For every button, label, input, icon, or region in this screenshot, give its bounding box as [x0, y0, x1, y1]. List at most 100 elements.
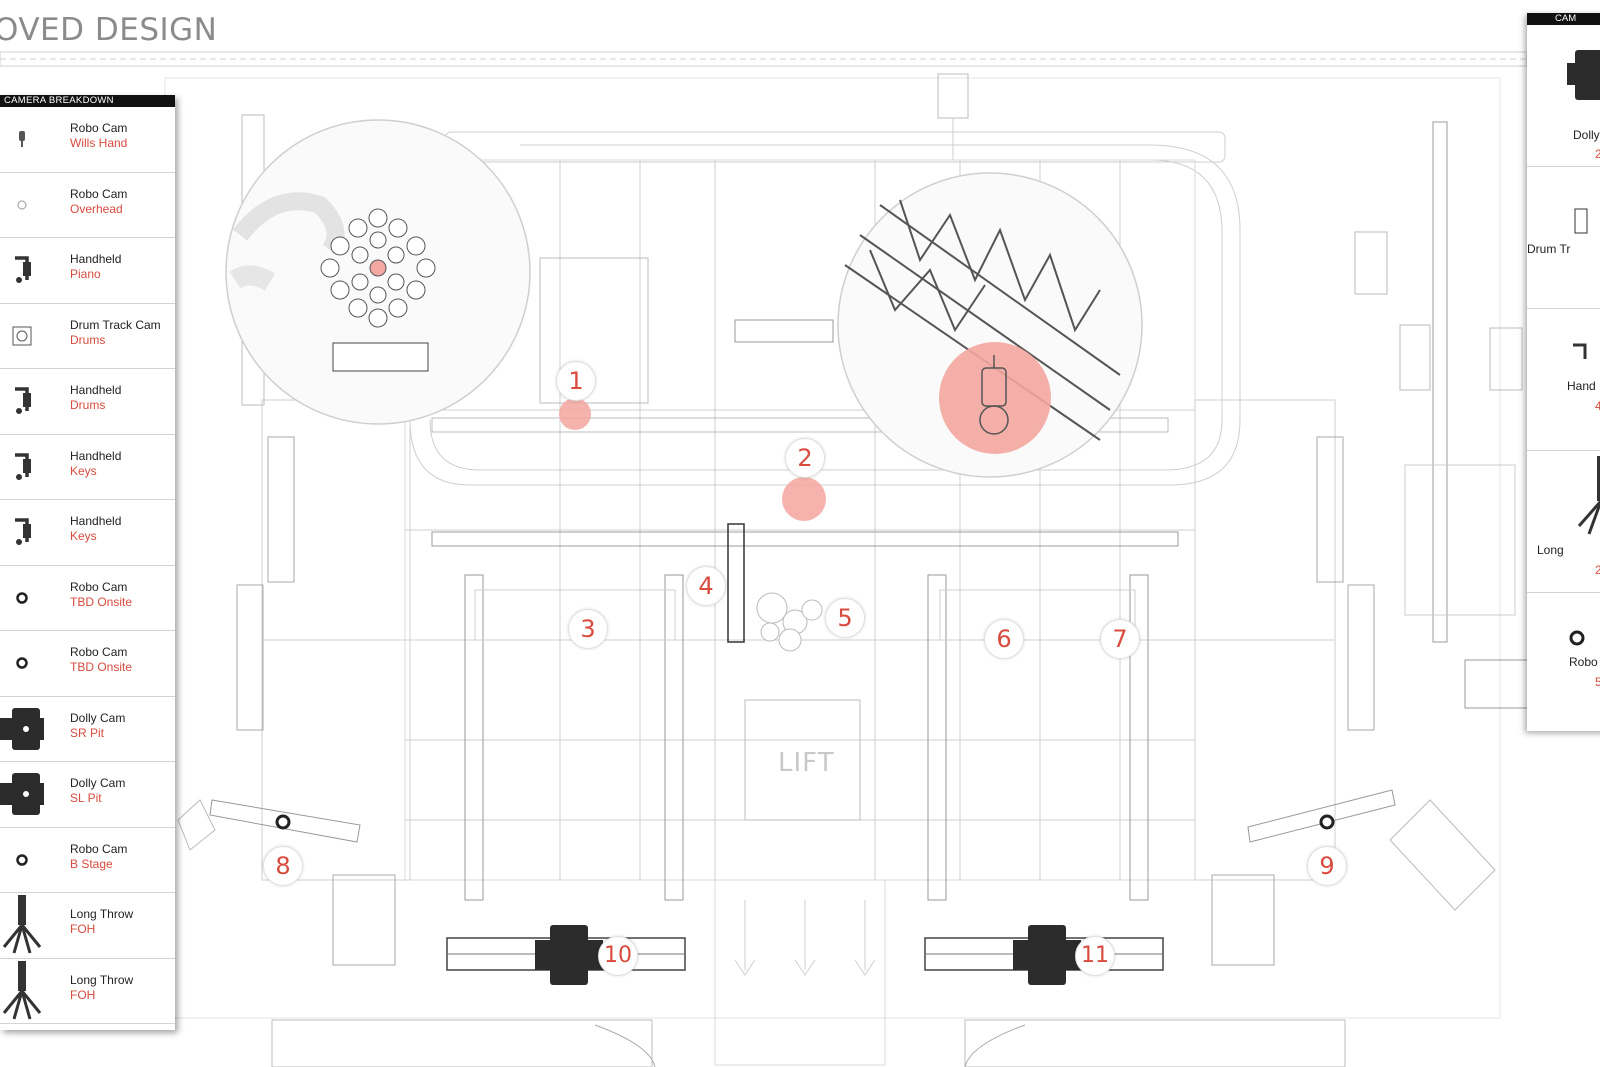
lift-label: LIFT: [778, 748, 835, 778]
legend-item-name: Handheld: [70, 514, 122, 528]
legend-item-name: Long Throw: [70, 907, 134, 921]
camera-summary-panel: CAM Dolly 2 Drum Tr Hand 4 Long 2 Robo 5: [1527, 13, 1600, 731]
right-item-number: 4: [1595, 399, 1600, 413]
camera-marker-8[interactable]: 8: [263, 846, 303, 886]
camera-marker-7[interactable]: 7: [1100, 619, 1140, 659]
legend-item-name: Handheld: [70, 252, 122, 266]
camera-marker-4[interactable]: 4: [686, 566, 726, 606]
legend-item-name: Robo Cam: [70, 579, 128, 594]
right-item-number: 5: [1595, 675, 1600, 689]
legend-item-location: Keys: [70, 529, 97, 543]
right-panel-item: Drum Tr: [1527, 167, 1600, 309]
legend-item-location: SR Pit: [70, 725, 105, 740]
legend-item-name: Robo Cam: [70, 186, 128, 201]
page-title: OVED DESIGN: [0, 12, 218, 48]
right-item-name: Long: [1537, 543, 1564, 557]
legend-item-location: Wills Hand: [70, 136, 128, 150]
right-item-number: 2: [1595, 563, 1600, 577]
handheld-camera-icon: [0, 435, 44, 499]
handheld-camera-icon: [0, 500, 44, 564]
camera-marker-6[interactable]: 6: [984, 619, 1024, 659]
right-item-name: Hand: [1567, 379, 1596, 393]
legend-item-name: Handheld: [70, 383, 122, 397]
legend-item-name: Dolly Cam: [70, 710, 126, 725]
camera-marker-11[interactable]: 11: [1075, 936, 1115, 976]
legend-item-name: Robo Cam: [70, 645, 128, 659]
camera-marker-9[interactable]: 9: [1307, 846, 1347, 886]
legend-item-location: Piano: [70, 267, 101, 281]
robo-cam-overhead-icon: [0, 173, 44, 237]
long-throw-tripod-icon: [1577, 456, 1600, 535]
legend-item-location: Drums: [70, 332, 106, 347]
legend-item-location: TBD Onsite: [70, 594, 133, 609]
zoom-bubble-right: [837, 172, 1143, 478]
long-throw-tripod-icon: [0, 893, 44, 957]
legend-item-location: Drums: [70, 398, 106, 412]
long-throw-tripod-icon: [0, 959, 44, 1023]
right-item-name: Dolly: [1573, 128, 1600, 142]
legend-item-location: Keys: [70, 463, 97, 478]
right-item-name: Drum Tr: [1527, 242, 1571, 256]
legend-item-location: FOH: [70, 987, 96, 1002]
legend-item-location: FOH: [70, 922, 96, 936]
right-panel-item: Hand 4: [1527, 309, 1600, 451]
legend-item-name: Dolly Cam: [70, 776, 126, 790]
right-panel-header: CAM: [1527, 13, 1600, 25]
legend-item-name: Handheld: [70, 448, 122, 463]
handheld-camera-icon: [0, 369, 44, 433]
robo-cam-ring-icon: [0, 631, 44, 695]
legend-item-location: Overhead: [70, 201, 123, 216]
legend-item-name: Robo Cam: [70, 121, 128, 135]
camera-marker-3[interactable]: 3: [568, 609, 608, 649]
robo-cam-ring-icon: [0, 828, 44, 892]
right-item-number: 2: [1595, 147, 1600, 161]
right-panel-item: Dolly 2: [1527, 25, 1600, 167]
legend-item-location: B Stage: [70, 856, 113, 871]
camera-marker-2[interactable]: 2: [785, 438, 825, 478]
handheld-camera-icon: [1573, 343, 1587, 359]
legend-header: CAMERA BREAKDOWN: [0, 95, 175, 107]
camera-marker-10[interactable]: 10: [598, 936, 638, 976]
legend-item-location: SL Pit: [70, 791, 102, 805]
right-panel-item: Robo 5: [1527, 593, 1600, 734]
dolly-cam-icon: [0, 762, 44, 826]
camera-marker-5[interactable]: 5: [825, 598, 865, 638]
drum-track-cam-icon: [0, 304, 44, 368]
handheld-camera-icon: [0, 238, 44, 302]
right-item-name: Robo: [1569, 655, 1598, 669]
right-panel-item: Long 2: [1527, 451, 1600, 593]
legend-item-name: Drum Track Cam: [70, 317, 161, 332]
camera-marker-1[interactable]: 1: [556, 361, 596, 401]
legend-item-name: Robo Cam: [70, 841, 128, 856]
zoom-bubble-left: [225, 119, 531, 425]
robo-cam-ring-icon: [0, 566, 44, 630]
